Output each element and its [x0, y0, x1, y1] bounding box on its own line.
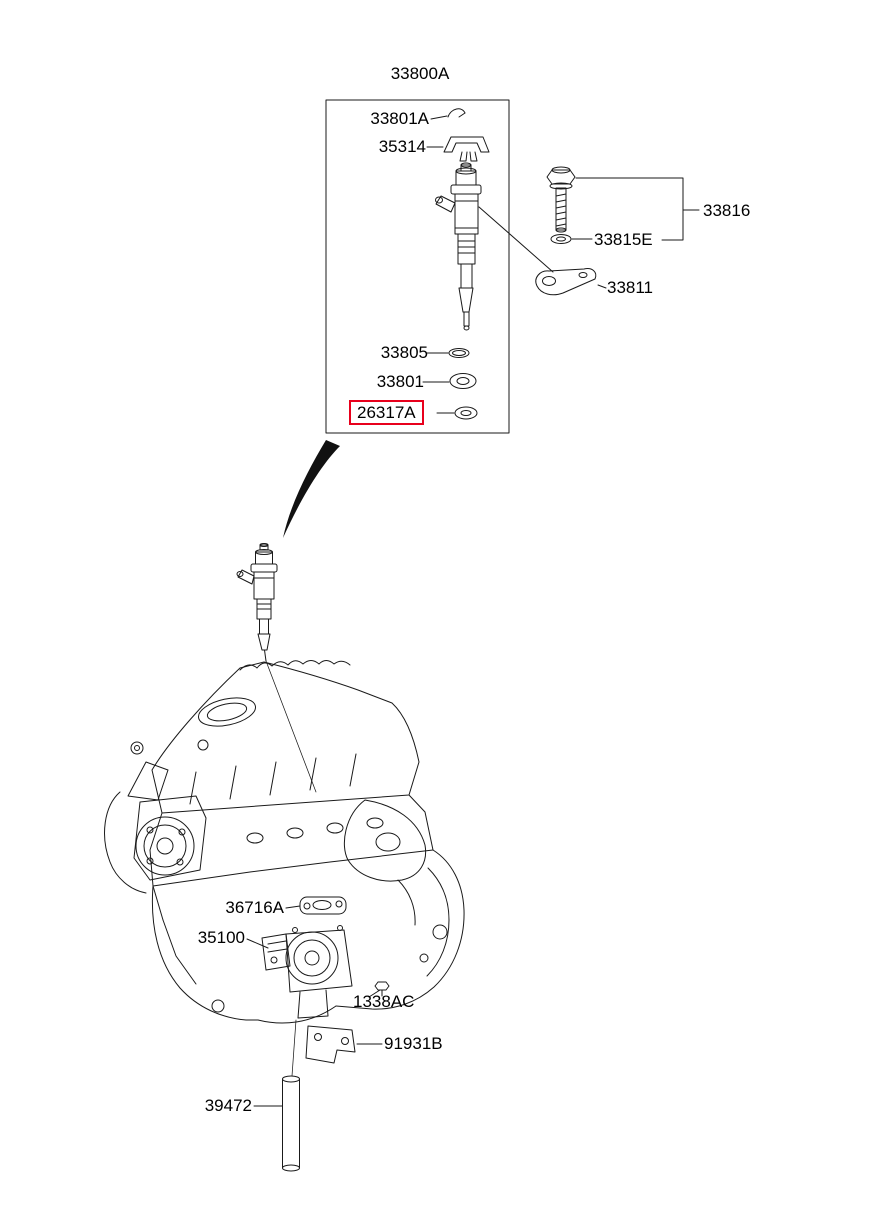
part-label-39472[interactable]: 39472	[204, 1096, 252, 1115]
gasket-36716a-drawing	[299, 896, 347, 915]
engine-drawing	[104, 660, 465, 1024]
installed-injector-drawing	[236, 543, 317, 793]
injector-assembly-drawing	[435, 162, 554, 331]
part-label-91931b[interactable]: 91931B	[384, 1034, 443, 1053]
part-label-33816[interactable]: 33816	[703, 201, 751, 220]
throttle-body-drawing	[261, 925, 353, 1019]
part-label-36716a[interactable]: 36716A	[225, 898, 284, 917]
group-bracket-lines	[571, 177, 700, 241]
seal-26317a-drawing	[454, 406, 478, 420]
bolt-drawing	[546, 166, 576, 233]
part-label-33801[interactable]: 33801	[376, 372, 424, 391]
bracket-33811-drawing	[535, 268, 597, 296]
injector-clamp-drawing	[443, 136, 490, 162]
leader-lines-top	[422, 115, 607, 414]
bracket-91931b-drawing	[305, 1025, 356, 1064]
part-label-33811[interactable]: 33811	[607, 278, 654, 297]
parts-box-outline	[325, 99, 510, 434]
leader-lines-bottom	[246, 905, 383, 1107]
part-label-35100[interactable]: 35100	[197, 928, 245, 947]
motion-arrow	[283, 440, 340, 538]
washer-33815e-drawing	[550, 234, 572, 244]
part-label-33815e[interactable]: 33815E	[594, 230, 653, 249]
part-label-33800a[interactable]: 33800A	[390, 64, 450, 83]
part-label-1338ac[interactable]: 1338AC	[353, 992, 415, 1011]
part-label-33801a[interactable]: 33801A	[370, 109, 429, 128]
retainer-clip-drawing	[447, 108, 466, 118]
part-label-33805[interactable]: 33805	[380, 343, 428, 362]
oring-33805-drawing	[448, 348, 470, 358]
nut-1338ac-drawing	[374, 981, 390, 997]
part-label-35314[interactable]: 35314	[378, 137, 426, 156]
part-label-26317a-highlighted[interactable]: 26317A	[349, 400, 424, 425]
washer-33801-drawing	[449, 373, 477, 389]
tube-39472-drawing	[282, 1019, 300, 1172]
